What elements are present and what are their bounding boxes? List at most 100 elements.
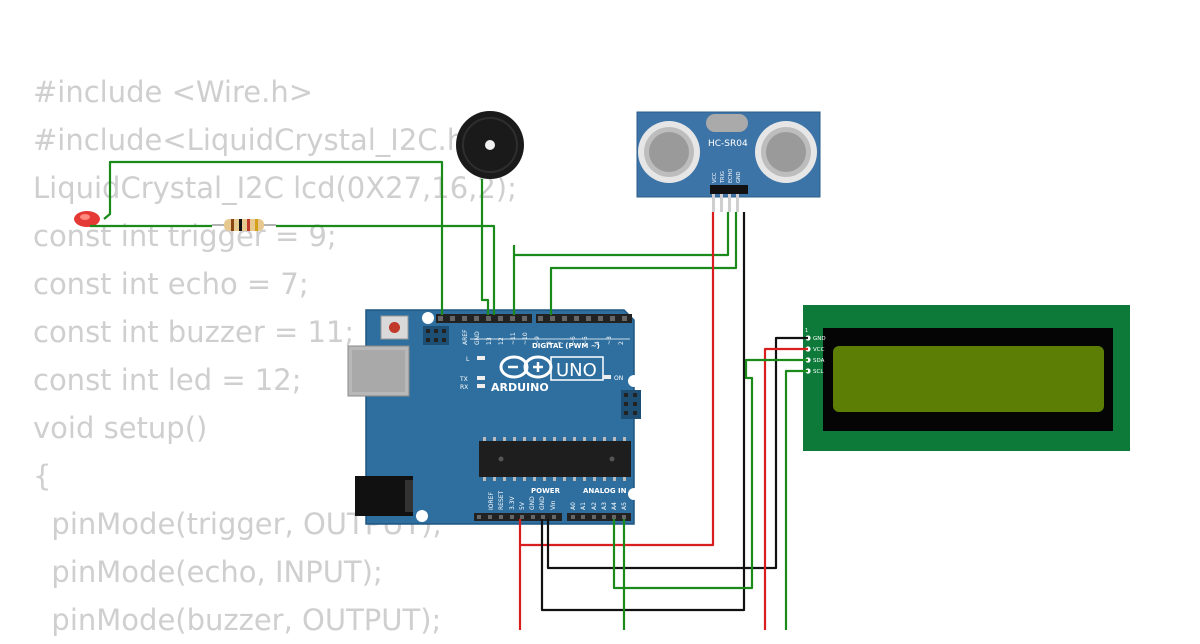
pin-label: 7 <box>558 341 565 345</box>
analog-header[interactable] <box>567 513 631 521</box>
wire-buzzer-pin[interactable] <box>480 179 490 315</box>
pin-label: AREF <box>462 329 469 345</box>
digital-pin-labels: AREF GND 13 12 ~11 ~10 ~9 8 7 ~6 ~5 4 ~3… <box>462 329 625 345</box>
resistor-band <box>255 219 258 231</box>
wire-sensor-vcc[interactable] <box>518 212 715 630</box>
pin-label: A0 <box>570 502 577 510</box>
power-pin-labels: IOREF RESET 3.3V 5V GND GND Vin <box>488 490 557 510</box>
sensor-transducer-right-icon <box>755 121 817 183</box>
pin-label: 5V <box>519 501 526 510</box>
resistor-band <box>247 219 250 231</box>
wire-led-to-gnd[interactable] <box>103 160 444 315</box>
buzzer-hole <box>485 140 495 150</box>
mount-hole <box>628 375 640 387</box>
sensor-crystal <box>706 114 748 132</box>
mount-hole <box>422 312 434 324</box>
wires <box>90 160 808 630</box>
mount-hole <box>416 510 428 522</box>
pin-label: IOREF <box>488 492 495 510</box>
pin-label: A2 <box>591 502 598 510</box>
wire-lcd-sda[interactable] <box>612 358 808 590</box>
pin-label: A1 <box>580 502 587 510</box>
resistor-band <box>231 219 234 231</box>
mount-hole <box>628 488 640 500</box>
wire-resistor-to-pin12[interactable] <box>276 224 496 315</box>
code-line: void setup() <box>33 411 208 445</box>
led[interactable] <box>74 211 100 227</box>
code-line: LiquidCrystal_I2C lcd(0X27,16,2); <box>33 171 517 205</box>
pin-label: GND <box>529 496 536 510</box>
power-label: POWER <box>531 487 561 495</box>
code-line: const int led = 12; <box>33 363 302 397</box>
uno-badge <box>550 356 604 381</box>
pin-label: A3 <box>601 502 608 510</box>
pin-label: A4 <box>611 502 618 510</box>
wire-lcd-gnd[interactable] <box>546 336 808 570</box>
ultrasonic-sensor[interactable]: HC-SR04 VCC TRIG ECHO GND <box>636 111 821 212</box>
led-tx-label: TX <box>459 376 468 383</box>
analog-label: ANALOG IN <box>583 487 627 495</box>
code-line: #include<LiquidCrystal_I2C.h> <box>33 123 490 157</box>
pin-label: 8 <box>546 341 553 345</box>
sensor-pin-header[interactable] <box>710 185 748 212</box>
pin-label: GND <box>474 331 481 345</box>
wire-lcd-scl[interactable] <box>784 369 808 630</box>
pin-label: TRIG <box>720 171 726 184</box>
sensor-model: HC-SR04 <box>708 139 748 149</box>
icsp-header-right <box>621 390 641 419</box>
pin-label: ~11 <box>510 332 517 345</box>
wire-echo[interactable] <box>549 212 738 315</box>
pin-label: Vin <box>550 500 557 510</box>
digital-header[interactable] <box>436 314 632 323</box>
resistor-band <box>239 219 242 231</box>
pin-label: ~9 <box>534 336 541 345</box>
code-line: pinMode(echo, INPUT); <box>33 555 383 589</box>
pin-label: ECHO <box>728 169 734 183</box>
power-header[interactable] <box>474 513 562 521</box>
lcd-pin-index: 1 <box>805 328 808 334</box>
lcd-module[interactable]: 1 GND VCC SDA SCL <box>803 305 1130 451</box>
digital-label: DIGITAL (PWM ~) <box>532 342 600 350</box>
pin-label: 2 <box>618 341 625 345</box>
lcd-pin-sda: SDA <box>813 358 825 364</box>
power-jack-icon <box>355 476 413 516</box>
usb-port-inner <box>352 350 405 392</box>
uno-label: UNO <box>556 360 597 381</box>
pin-label: 4 <box>594 341 601 345</box>
pin-label: GND <box>539 496 546 510</box>
code-line: const int buzzer = 11; <box>33 315 355 349</box>
led-rx-icon <box>477 384 485 388</box>
buzzer-ring <box>462 117 518 173</box>
circuit-canvas[interactable]: 1 GND VCC SDA SCL <box>0 0 1200 630</box>
lcd-pin-gnd: GND <box>813 336 826 342</box>
wire-trig[interactable] <box>514 212 730 257</box>
arduino-uno-board[interactable]: AREF GND 13 12 ~11 ~10 ~9 8 7 ~6 ~5 4 ~3… <box>347 309 641 525</box>
led-on-icon <box>603 375 611 379</box>
led-on-label: ON <box>614 375 623 382</box>
sensor-transducer-left-icon <box>638 121 700 183</box>
led-rx-label: RX <box>460 384 468 391</box>
icsp-header-top <box>423 326 449 345</box>
arduino-brand: ARDUINO <box>491 381 549 394</box>
code-line: const int echo = 7; <box>33 267 309 301</box>
pin-label: ~5 <box>582 336 589 345</box>
pin-label: 13 <box>486 337 493 345</box>
pin-label: RESET <box>498 490 505 510</box>
pin-label: VCC <box>712 172 718 183</box>
pin-label: ~10 <box>522 332 529 345</box>
led-l-icon <box>477 356 485 360</box>
lcd-pin-scl: SCL <box>813 369 824 375</box>
pin-label: 12 <box>498 337 505 345</box>
buzzer[interactable] <box>456 111 524 179</box>
led-highlight <box>80 214 90 220</box>
wire-lcd-vcc[interactable] <box>763 347 808 630</box>
resistor[interactable] <box>212 219 276 231</box>
reset-button-cap-icon <box>389 322 400 333</box>
led-l-label: L <box>466 356 470 363</box>
pin-label: A5 <box>621 502 628 510</box>
code-listing: #include <Wire.h>#include<LiquidCrystal_… <box>33 68 517 644</box>
pin-label: ~6 <box>570 336 577 345</box>
pin-label: GND <box>736 171 742 183</box>
code-line: { <box>33 459 52 493</box>
wire-sensor-gnd[interactable] <box>540 212 746 612</box>
